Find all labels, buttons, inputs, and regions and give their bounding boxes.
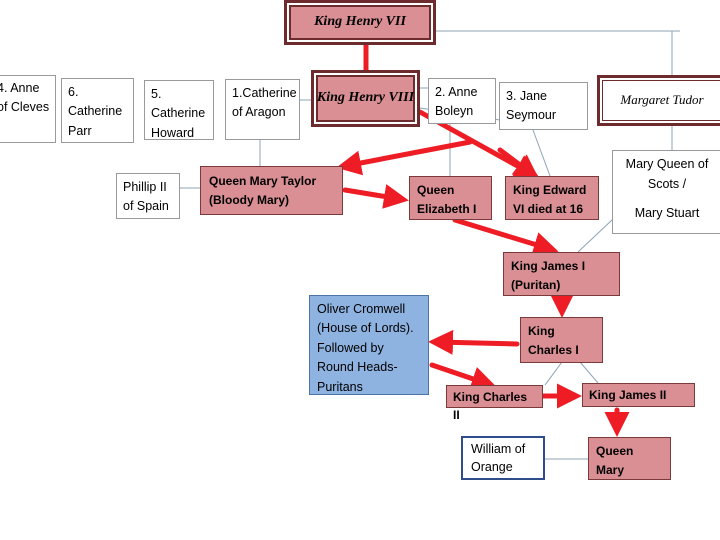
node-anne-of-cleves: 4. Anne of Cleves [0,75,56,143]
node-label: 2. Anne Boleyn [435,85,478,119]
node-label: 4. Anne of Cleves [0,81,50,115]
node-edward-vi: King Edward VI died at 16 [505,176,599,220]
node-charles-ii: King Charles II [446,385,543,422]
node-jane-seymour: 3. Jane Seymour [499,82,588,130]
connector-line [532,129,551,177]
node-william-of-orange: William of Orange [461,436,545,480]
node-catherine-of-aragon: 1.Catherine of Aragon [225,79,300,140]
node-label: King Henry VII [314,14,406,30]
node-label: 5. Catherine Howard [151,87,206,140]
node-label: Mary Queen of Scots / [625,157,709,191]
node-label: King Charles I [528,324,579,357]
arrow-elizabeth-james1 [452,217,559,257]
node-bloody-mary: Queen Mary Taylor (Bloody Mary) [200,166,343,215]
node-label: King Henry VIII [316,90,415,106]
node-label: Margaret Tudor [620,92,704,108]
arrow-henry8-edward-2 [497,147,540,180]
node-catherine-parr: 6. Catherine Parr [61,78,134,143]
node-margaret-tudor: Margaret Tudor [597,75,720,126]
node-label: 6. Catherine Parr [68,85,123,138]
node-james-i: King James I (Puritan) [503,252,620,296]
arrow-henry8-mary [336,139,473,176]
node-label: King James II [589,388,667,402]
node-label: Phillip II of Spain [123,180,169,214]
connector-line [577,219,613,253]
node-label-2: Mary Stuart [634,206,700,220]
node-henry7: King Henry VII [284,0,436,45]
node-label: Queen Mary Taylor (Bloody Mary) [209,174,317,207]
node-oliver-cromwell: Oliver Cromwell (House of Lords). Follow… [309,295,429,395]
arrow-cromwell-charles2 [429,362,497,391]
node-label: King Charles II [453,390,528,422]
node-label: 3. Jane Seymour [506,89,557,123]
connector-line [579,361,599,384]
node-catherine-howard: 5. Catherine Howard [144,80,214,140]
connector-line [544,361,563,386]
node-label: William of Orange [471,442,526,474]
node-label: Oliver Cromwell (House of Lords). Follow… [317,302,414,394]
node-james-ii: King James II [582,383,695,407]
node-label: Queen Mary [596,444,634,477]
node-phillip-ii: Phillip II of Spain [116,173,180,219]
node-label: King Edward VI died at 16 [513,183,587,216]
node-henry8: King Henry VIII [311,70,420,127]
arrow-charles1-cromwell [428,329,520,355]
node-label: 1.Catherine of Aragon [232,86,297,120]
node-label: Queen Elizabeth I [417,183,477,216]
node-elizabeth-i: Queen Elizabeth I [409,176,492,220]
node-queen-mary: Queen Mary [588,437,671,480]
node-charles-i: King Charles I [520,317,603,363]
node-mary-queen-of-scots: Mary Queen of Scots / Mary Stuart [612,150,720,234]
arrow-mary-elizabeth [342,184,409,209]
node-anne-boleyn: 2. Anne Boleyn [428,78,496,124]
node-label: King James I (Puritan) [511,259,586,292]
